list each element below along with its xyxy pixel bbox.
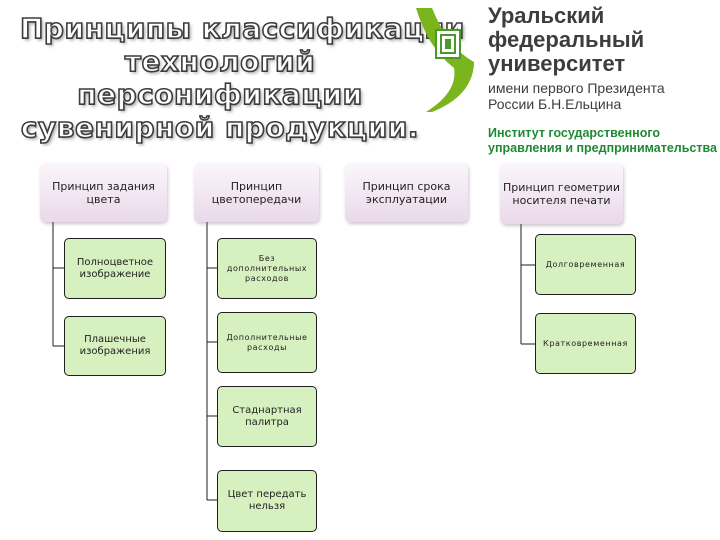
title-line-3: персонификации: [76, 77, 363, 112]
node-full-color: Полноцветное изображение: [64, 238, 166, 299]
institute-name-line-2: управления и предпринимательства: [488, 141, 717, 155]
node-no-extra-cost: Без дополнительных расходов: [217, 238, 317, 299]
node-short-term: Кратковременная: [535, 313, 636, 374]
title-line-2: технологий: [124, 44, 316, 79]
institute-name: Институт государственного управления и п…: [488, 126, 717, 156]
university-name-line-1: Уральский: [488, 3, 605, 28]
page-title: Принципы классификации технологий персон…: [19, 11, 465, 145]
title-line-1: Принципы классификации: [19, 11, 465, 46]
node-long-term: Долговременная: [535, 234, 636, 295]
header-color-rendering: Принцип цветопередачи: [194, 163, 319, 222]
university-subtitle-line-1: имени первого Президента: [488, 80, 665, 96]
node-standard-palette: Стаднартная палитра: [217, 386, 317, 447]
node-spot-color: Плашечные изображения: [64, 316, 166, 376]
node-extra-cost: Дополнительные расходы: [217, 312, 317, 373]
university-subtitle: имени первого Президента России Б.Н.Ельц…: [488, 80, 665, 112]
node-color-not-transferable: Цвет передать нельзя: [217, 470, 317, 532]
institute-name-line-1: Институт государственного: [488, 126, 661, 140]
university-name: Уральский федеральный университет: [488, 4, 644, 76]
header-service-life: Принцип срока эксплуатации: [345, 163, 468, 222]
title-line-4: сувенирной продукции.: [20, 110, 420, 145]
university-subtitle-line-2: России Б.Н.Ельцина: [488, 96, 622, 112]
university-name-line-2: федеральный: [488, 27, 645, 52]
university-logo-icon: [416, 8, 474, 112]
university-name-line-3: университет: [488, 51, 626, 76]
header-carrier-geometry: Принцип геометрии носителя печати: [500, 163, 623, 224]
header-color-principle: Принцип задания цвета: [40, 163, 167, 222]
